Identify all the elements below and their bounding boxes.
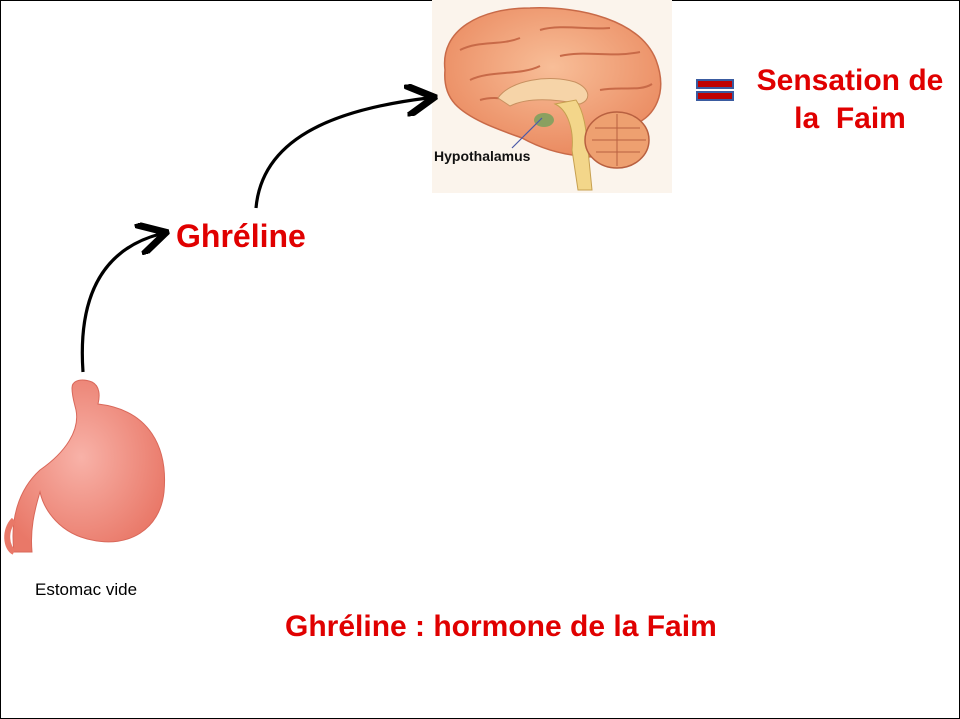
sensation-line-1: Sensation de bbox=[745, 62, 955, 100]
sensation-line-2: la Faim bbox=[745, 100, 955, 138]
stomach-label: Estomac vide bbox=[35, 580, 137, 600]
hormone-label: Ghréline bbox=[176, 218, 306, 255]
caption: Ghréline : hormone de la Faim bbox=[285, 610, 717, 644]
sensation-label: Sensation de la Faim bbox=[745, 62, 955, 138]
equals-sign-icon bbox=[697, 80, 733, 100]
hypothalamus-label: Hypothalamus bbox=[434, 148, 530, 164]
arrow-stomach-to-ghreline bbox=[82, 234, 160, 372]
arrow-ghreline-to-brain bbox=[256, 98, 428, 208]
stomach-illustration bbox=[7, 380, 164, 552]
